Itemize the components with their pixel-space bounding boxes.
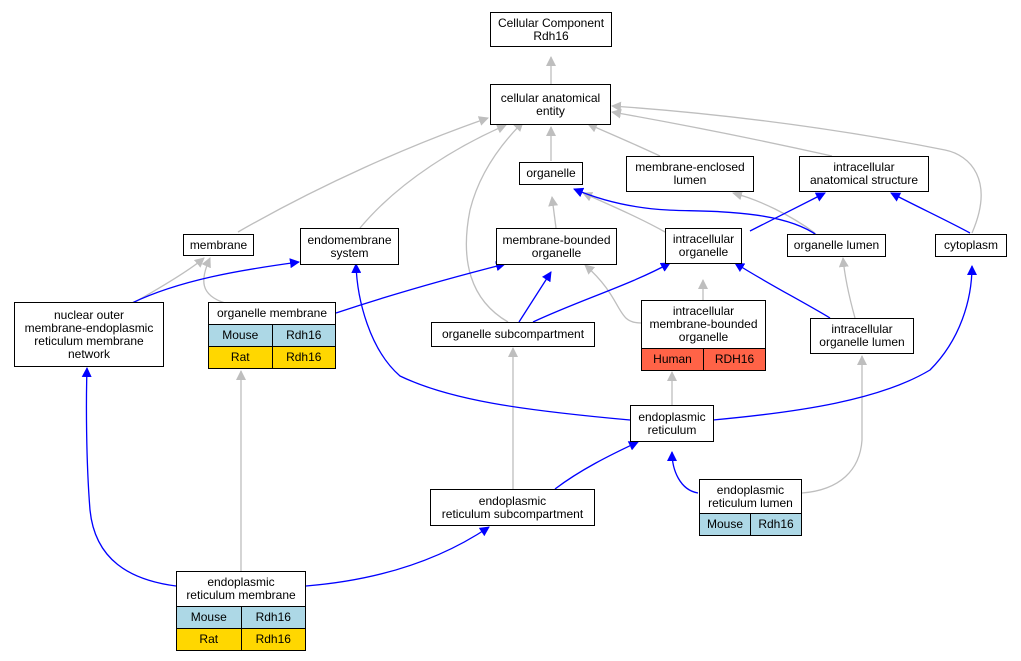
node-label: organelle subcompartment <box>441 327 585 341</box>
node-endoplasmic-reticulum[interactable]: endoplasmic reticulum <box>630 405 714 442</box>
species-cell: Human <box>653 352 692 366</box>
gene-cell: Rdh16 <box>240 607 306 628</box>
node-label: endoplasmic reticulum membrane <box>186 575 296 602</box>
node-label: intracellular membrane-bounded organelle <box>649 304 758 344</box>
node-label: endoplasmic reticulum subcompartment <box>441 493 584 521</box>
edge-cyto-to-ias <box>890 192 971 234</box>
species-cell: Rat <box>230 350 250 364</box>
node-membrane-enclosed-lumen[interactable]: membrane-enclosed lumen <box>626 156 754 192</box>
node-label: membrane-enclosed lumen <box>635 160 745 187</box>
node-intracellular-anatomical-structure[interactable]: intracellular anatomical structure <box>799 156 929 192</box>
species-row-mouse: Mouse Rdh16 <box>700 513 801 535</box>
node-membrane-bounded-organelle[interactable]: membrane-bounded organelle <box>496 228 617 265</box>
node-endomembrane-system[interactable]: endomembrane system <box>300 228 399 265</box>
edge-iol-to-io <box>734 262 831 319</box>
node-organelle[interactable]: organelle <box>519 162 583 185</box>
edge-erl-to-er <box>667 451 699 494</box>
edge-er-to-endo <box>351 263 631 421</box>
edge-imbo-to-mbo <box>584 264 642 324</box>
species-cell: Mouse <box>222 328 259 342</box>
edge-mel-to-cae <box>587 123 661 157</box>
node-cellular-component-root[interactable]: Cellular Component Rdh16 <box>490 12 612 47</box>
gene-cell: Rdh16 <box>271 347 336 368</box>
edge-erm-to-nomerm <box>81 367 177 587</box>
node-cellular-anatomical-entity[interactable]: cellular anatomical entity <box>490 84 611 125</box>
edge-erm-to-ersub <box>305 526 490 587</box>
edge-membrane-to-cae <box>237 116 489 233</box>
species-row-mouse: Mouse Rdh16 <box>177 606 305 628</box>
node-membrane[interactable]: membrane <box>183 234 254 256</box>
species-row-rat: Rat Rdh16 <box>209 346 335 368</box>
node-er-membrane[interactable]: endoplasmic reticulum membrane Mouse Rdh… <box>176 571 306 651</box>
node-label: intracellular organelle lumen <box>819 322 905 349</box>
node-label: organelle lumen <box>793 238 880 252</box>
edge-erl-to-iol <box>801 355 867 494</box>
edge-cyto-to-cae <box>611 101 982 234</box>
node-label: intracellular anatomical structure <box>809 160 919 187</box>
edge-ias-to-cae <box>611 108 833 157</box>
node-label: organelle <box>526 166 576 180</box>
edge-omem-to-membrane <box>201 257 226 304</box>
node-nuclear-outer-membrane-er-membrane-network[interactable]: nuclear outer membrane-endoplasmic retic… <box>14 302 164 367</box>
node-organelle-membrane[interactable]: organelle membrane Mouse Rdh16 Rat Rdh16 <box>208 302 336 369</box>
edge-osub-to-io <box>532 262 671 323</box>
species-row-mouse: Mouse Rdh16 <box>209 324 335 346</box>
edge-olumen-to-mel <box>732 190 816 234</box>
edge-nomerm-to-endo <box>131 258 300 304</box>
node-intracellular-membrane-bounded-organelle[interactable]: intracellular membrane-bounded organelle… <box>641 300 766 371</box>
node-er-lumen[interactable]: endoplasmic reticulum lumen Mouse Rdh16 <box>699 479 802 536</box>
edge-er-to-cyto <box>712 265 977 421</box>
node-label: endomembrane system <box>307 232 392 260</box>
edge-osub-to-mbo <box>518 271 552 323</box>
edge-io-to-organelle <box>582 192 666 233</box>
edge-endo-to-cae <box>359 124 507 229</box>
edge-iol-to-olumen <box>838 257 856 319</box>
node-intracellular-organelle[interactable]: intracellular organelle <box>665 228 742 264</box>
node-organelle-subcompartment[interactable]: organelle subcompartment <box>431 322 595 347</box>
node-label: intracellular organelle <box>672 232 735 259</box>
edge-omem-to-mbo <box>335 261 506 314</box>
species-cell: Mouse <box>190 610 227 624</box>
node-intracellular-organelle-lumen[interactable]: intracellular organelle lumen <box>810 318 914 354</box>
node-label: membrane <box>189 237 248 252</box>
species-cell: Rat <box>199 632 219 646</box>
edge-ersub-to-er <box>554 441 639 490</box>
gene-cell: RDH16 <box>703 349 765 370</box>
node-label: membrane-bounded organelle <box>502 232 611 260</box>
node-er-subcompartment[interactable]: endoplasmic reticulum subcompartment <box>430 489 595 526</box>
species-row-human: Human RDH16 <box>642 348 765 370</box>
species-cell: Mouse <box>706 517 744 531</box>
node-label: cellular anatomical entity <box>500 90 601 118</box>
node-organelle-lumen[interactable]: organelle lumen <box>787 234 886 257</box>
edge-osub-to-cae <box>465 121 524 323</box>
gene-cell: Rdh16 <box>750 514 801 535</box>
edge-io-to-ias <box>749 192 826 232</box>
node-label: organelle membrane <box>216 306 328 320</box>
species-row-rat: Rat Rdh16 <box>177 628 305 650</box>
node-label: endoplasmic reticulum lumen <box>708 482 793 510</box>
node-label: nuclear outer membrane-endoplasmic retic… <box>24 307 154 361</box>
node-cytoplasm[interactable]: cytoplasm <box>935 234 1007 257</box>
edge-olumen-to-organelle <box>573 187 819 237</box>
node-label: Cellular Component Rdh16 <box>497 15 605 43</box>
gene-cell: Rdh16 <box>240 629 306 650</box>
node-label: cytoplasm <box>943 238 999 252</box>
edge-mbo-to-organelle <box>548 196 559 229</box>
node-label: endoplasmic reticulum <box>638 409 706 437</box>
gene-cell: Rdh16 <box>271 325 336 346</box>
edge-nomerm-to-membrane <box>134 257 205 303</box>
